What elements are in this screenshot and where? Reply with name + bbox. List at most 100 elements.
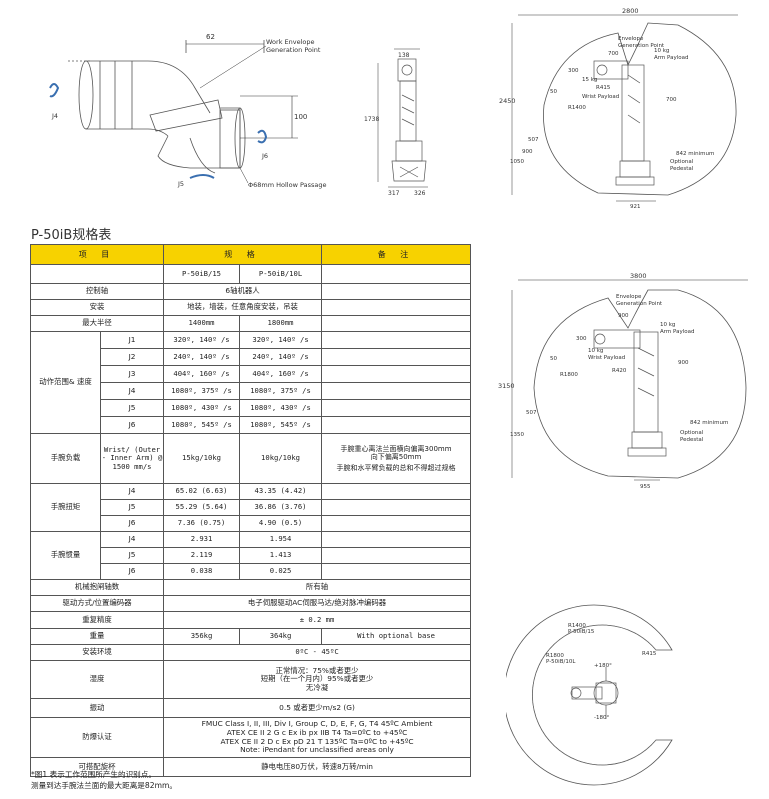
env10l-envelope-1: Envelope	[616, 294, 642, 300]
motion-value-15: 1080º, 430º /s	[163, 399, 241, 417]
env15-width: 2800	[622, 7, 639, 15]
env15-d507: 507	[528, 137, 539, 143]
header-spec: 规 格	[163, 244, 323, 265]
payload-10l: 10kg/10kg	[239, 433, 323, 484]
torque-10l: 4.90 (0.5)	[239, 515, 323, 532]
wrist-dim-side: 100	[294, 113, 307, 121]
humidity-line-3: 无冷凝	[305, 682, 329, 692]
env15-arm-payload-1: 10 kg	[654, 48, 669, 54]
torque-10l: 43.35 (4.42)	[239, 483, 323, 500]
cert-value: FMUC Class I, II, III, Div I, Group C, D…	[163, 717, 472, 758]
inertia-axis: J6	[99, 563, 165, 580]
torque-15: 55.29 (5.64)	[163, 499, 241, 516]
inertia-15: 2.119	[163, 547, 241, 564]
cert-line-2: ATEX CE II 2 G c Ex ib px IIB T4 Ta=0ºC …	[226, 727, 408, 737]
env15-envelope-1: Envelope	[618, 36, 644, 42]
mount-value: 地装，墙装，任意角度安装，吊装	[163, 299, 323, 316]
env15-d50: 50	[550, 89, 557, 95]
motion-value-15: 240º, 140º /s	[163, 348, 241, 366]
inertia-label: 手腕惯量	[30, 531, 101, 580]
torque-15: 65.02 (6.63)	[163, 483, 241, 500]
inertia-axis: J5	[99, 547, 165, 564]
side-view-diagram: 138 1738 317 326	[364, 48, 428, 195]
brake-label: 机械抱闸轴数	[29, 579, 165, 596]
env10l-d507: 507	[526, 410, 537, 416]
env15-r415: R415	[596, 85, 611, 91]
header-note: 备 注	[321, 244, 472, 265]
motion-value-10l: 1080º, 430º /s	[239, 399, 323, 417]
torque-axis: J4	[99, 483, 165, 500]
payload-note-3: 手腕和水平臂负载的总和不得超过规格	[336, 464, 456, 473]
reach-label: 最大半径	[29, 315, 165, 332]
reach-15: 1400mm	[163, 315, 241, 332]
env15-envelope-2: Generation Point	[618, 43, 665, 49]
inertia-10l: 1.954	[239, 531, 323, 548]
motion-axis: J2	[99, 348, 165, 366]
env10l-arm-payload-1: 10 kg	[660, 322, 675, 328]
footnote-line-2: 测量到达手腕法兰面的最大距离是82mm。	[31, 781, 177, 790]
motion-axis: J1	[99, 331, 165, 349]
j5-rotation-icon	[189, 174, 215, 179]
humidity-line-2: 短期（在一个月内）95%或者更少	[260, 674, 374, 684]
payload-sub: Wrist/ (Outer - Inner Arm) @ 1500 mm/s	[99, 433, 165, 484]
envelope-15-diagram: 2800 2450 Envelope Generation Point 700 …	[499, 7, 738, 210]
top-plus180: +180°	[594, 663, 612, 669]
weight-note: With optional base	[321, 628, 472, 645]
env10l-pedestal-2: Pedestal	[680, 437, 704, 443]
env10l-d900b: 900	[678, 360, 689, 366]
weight-label: 重量	[29, 628, 165, 645]
top-r1800: R1800	[546, 653, 564, 659]
payload-label: 手腕负载	[30, 433, 101, 484]
env10l-arm-payload-2: Arm Payload	[660, 329, 694, 335]
env15-d900: 900	[522, 149, 533, 155]
j4-rotation-icon	[49, 83, 60, 98]
inertia-axis: J4	[99, 531, 165, 548]
env-label: 安装环境	[29, 644, 165, 661]
torque-axis: J6	[99, 515, 165, 532]
axes-label: 控制轴	[29, 283, 165, 300]
repeat-value: ± 0.2 mm	[163, 611, 472, 629]
env10l-wrist-2: Wrist Payload	[588, 355, 625, 361]
footnote-line-1: *图1 表示工作范围所产生的识别点。	[31, 770, 156, 779]
env15-pedestal-2: Pedestal	[670, 166, 694, 172]
humidity-value: 正常情况：75%或者更少 短期（在一个月内）95%或者更少 无冷凝	[163, 660, 472, 699]
paint-label: 可搭配旋杯	[29, 757, 165, 777]
payload-15: 15kg/10kg	[163, 433, 241, 484]
j4-label: J4	[51, 112, 58, 120]
inertia-15: 0.038	[163, 563, 241, 580]
torque-axis: J5	[99, 499, 165, 516]
env10l-envelope-2: Generation Point	[616, 301, 663, 307]
env10l-r1800: R1800	[560, 372, 578, 378]
brake-value: 所有轴	[163, 579, 472, 596]
torque-label: 手腕扭矩	[30, 483, 101, 532]
repeat-label: 重复精度	[29, 611, 165, 629]
paint-value: 静电电压80万伏，转速8万转/min	[163, 757, 472, 777]
torque-10l: 36.86 (3.76)	[239, 499, 323, 516]
payload-note-1: 手腕重心离法兰面横向偏离300mm	[340, 444, 452, 453]
j6-label: J6	[261, 152, 268, 160]
env10l-d842: 842 minimum	[690, 420, 728, 426]
mount-label: 安装	[29, 299, 165, 316]
model-10l: P-50iB/10L	[239, 264, 323, 284]
cert-line-3: ATEX CE II 2 D c Ex pD 21 T 135ºC Ta=0ºC…	[220, 736, 414, 746]
motion-axis: J6	[99, 416, 165, 434]
env15-d1050: 1050	[510, 159, 524, 165]
motion-value-15: 320º, 140º /s	[163, 331, 241, 349]
hollow-passage-label: Φ68mm Hollow Passage	[248, 181, 326, 189]
motion-value-10l: 1080º, 375º /s	[239, 382, 323, 400]
env10l-d50: 50	[550, 356, 557, 362]
env10l-r420: R420	[612, 368, 627, 374]
humidity-label: 湿度	[29, 660, 165, 699]
side-dim-height: 1738	[364, 116, 379, 123]
top-view-diagram: R1400 P-50iB/15 R415 R1800 P-50iB/10L +1…	[506, 604, 673, 786]
env10l-envelope-outline	[533, 289, 747, 479]
env10l-height: 3150	[498, 382, 515, 390]
payload-note: 手腕重心离法兰面横向偏离300mm 向下偏离50mm 手腕和水平臂负载的总和不得…	[321, 433, 472, 484]
j5-label: J5	[177, 180, 184, 188]
env10l-d900: 900	[618, 313, 629, 319]
envelope-label-2: Generation Point	[266, 46, 321, 54]
wrist-dim-top: 62	[206, 33, 215, 41]
reach-10l: 1800mm	[239, 315, 323, 332]
model-15: P-50iB/15	[163, 264, 241, 284]
env15-d921: 921	[630, 204, 641, 210]
